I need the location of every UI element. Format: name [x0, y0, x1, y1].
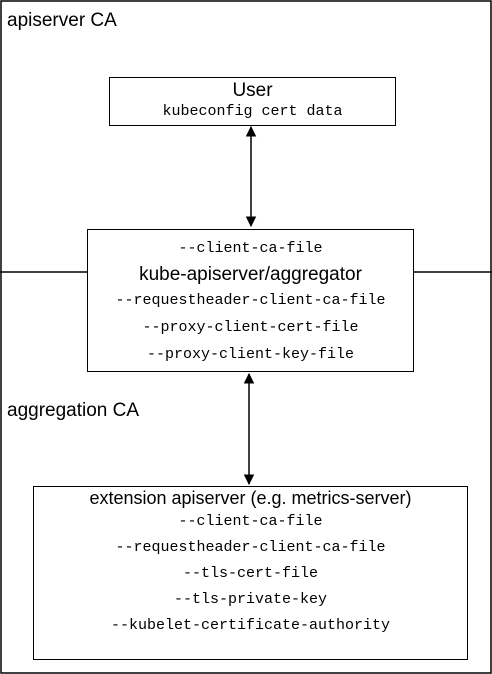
user-node-line-1: kubeconfig cert data [162, 103, 343, 120]
apiserver-node-line-1: --requestheader-client-ca-file [115, 292, 386, 309]
zone-label-apiserver-ca: apiserver CA [7, 10, 117, 31]
apiserver-node-line-3: --proxy-client-key-file [146, 346, 355, 363]
extension-apiserver-node-title: extension apiserver (e.g. metrics-server… [89, 488, 412, 508]
user-node-title: User [232, 80, 273, 101]
user-node: User kubeconfig cert data [109, 77, 396, 126]
extension-apiserver-node-line-5: --kubelet-certificate-authority [110, 617, 391, 634]
extension-apiserver-node-line-3: --tls-cert-file [182, 565, 319, 582]
extension-apiserver-node-line-2: --requestheader-client-ca-file [115, 539, 386, 556]
extension-apiserver-node: extension apiserver (e.g. metrics-server… [33, 486, 468, 660]
apiserver-node-title: kube-apiserver/aggregator [139, 264, 362, 285]
apiserver-node-line-above: --client-ca-file [178, 240, 323, 257]
zone-label-aggregation-ca: aggregation CA [7, 400, 140, 421]
apiserver-node: --client-ca-file kube-apiserver/aggregat… [87, 229, 414, 372]
extension-apiserver-node-line-4: --tls-private-key [173, 591, 328, 608]
apiserver-node-line-2: --proxy-client-cert-file [142, 319, 359, 336]
extension-apiserver-node-line-1: --client-ca-file [178, 513, 323, 530]
